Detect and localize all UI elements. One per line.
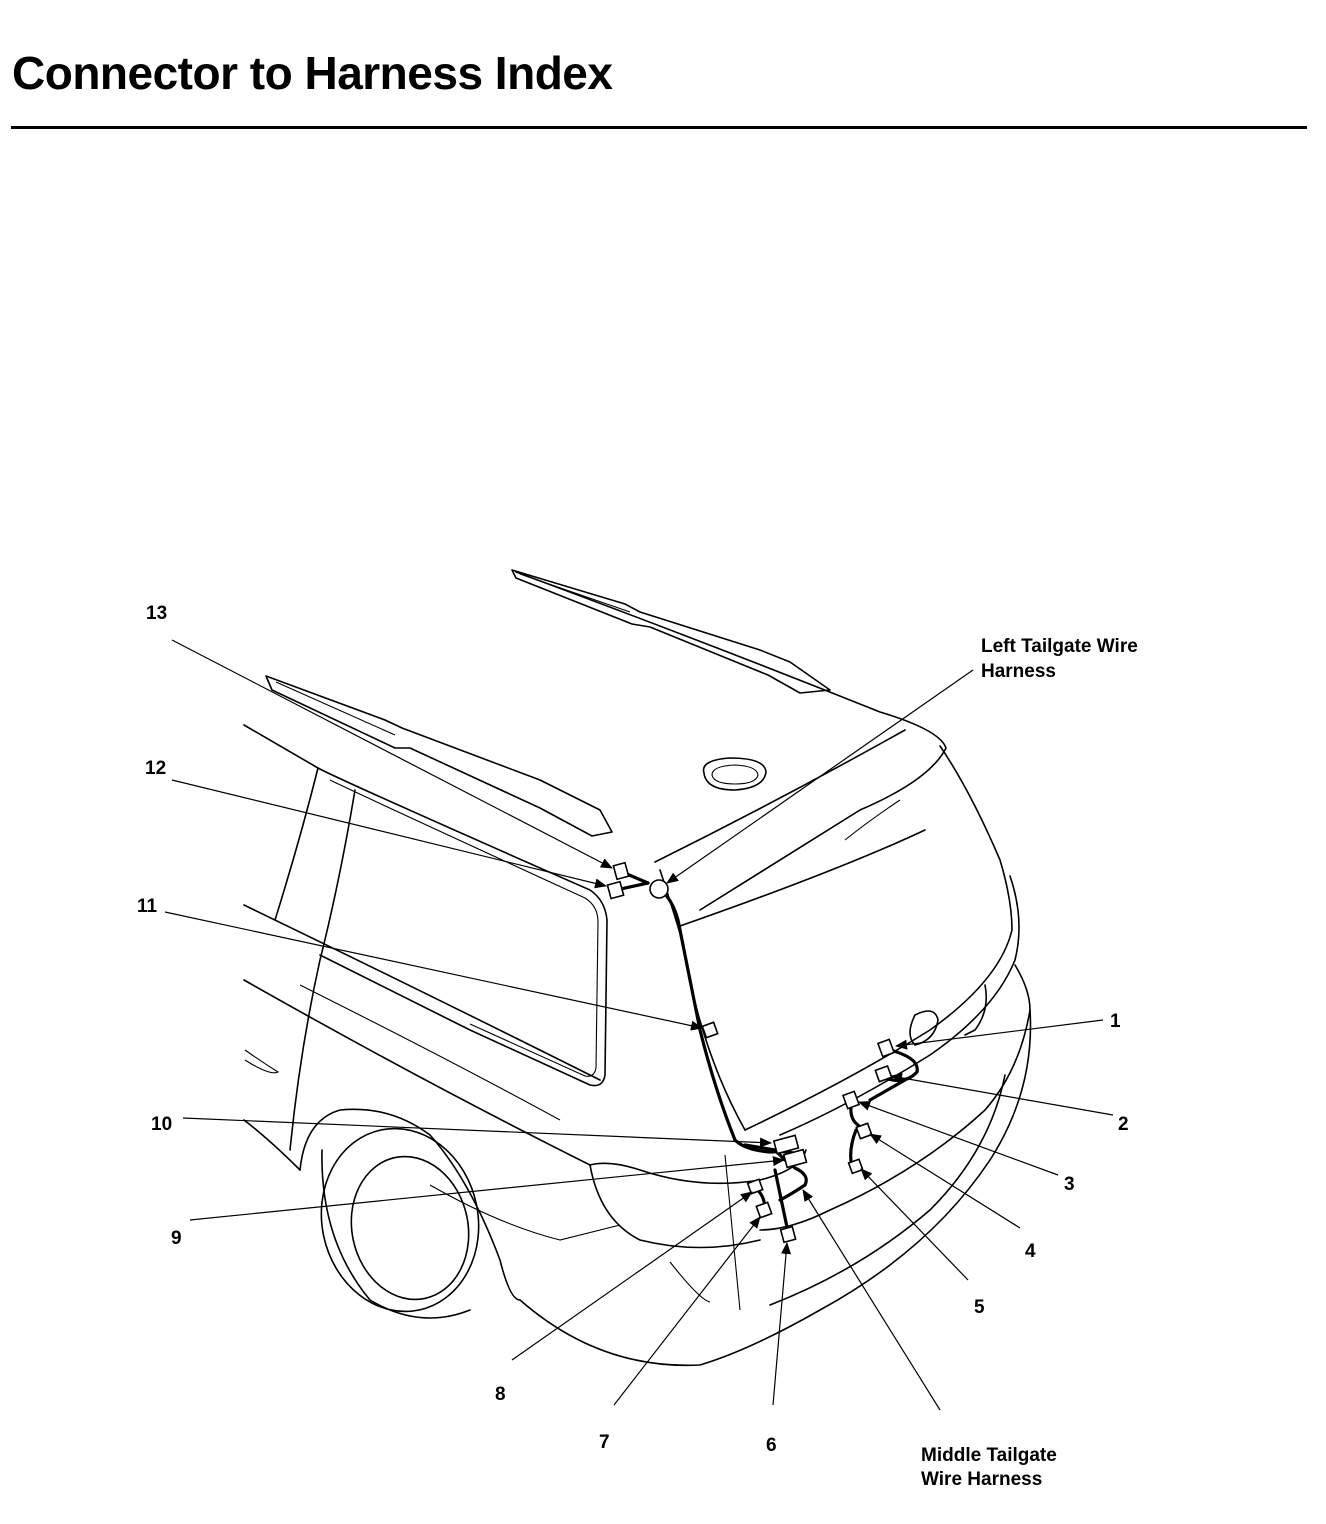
leader-9	[189, 1156, 785, 1221]
connector-3	[841, 1090, 861, 1110]
leader-middle-tailgate-harness	[802, 1189, 941, 1411]
callout-numbers: 1 2 3 4 5 6 7 8 9 10 11 12 13	[137, 603, 1129, 1456]
middle-tailgate-harness-label-line2: Wire Harness	[921, 1469, 1042, 1490]
callout-6: 6	[766, 1435, 777, 1456]
callout-9: 9	[171, 1228, 182, 1249]
left-tailgate-harness-label-line1: Left Tailgate Wire	[981, 636, 1138, 657]
callout-12: 12	[145, 758, 166, 779]
connector-8	[746, 1178, 764, 1195]
connector-9	[782, 1148, 808, 1169]
connector-11	[701, 1021, 719, 1039]
leader-10	[182, 1117, 772, 1148]
connector-10	[772, 1134, 800, 1155]
vehicle-outline	[243, 569, 1032, 1367]
connector-5	[847, 1158, 864, 1175]
callout-10: 10	[151, 1114, 172, 1135]
leader-3	[858, 1101, 1059, 1176]
leader-8	[511, 1191, 753, 1361]
connector-6	[779, 1225, 797, 1244]
connector-4	[855, 1122, 873, 1140]
callout-7: 7	[599, 1432, 610, 1453]
leader-4	[869, 1133, 1021, 1229]
connector-2	[874, 1064, 893, 1083]
connectors	[606, 861, 896, 1244]
middle-tailgate-harness-label-line1: Middle Tailgate	[921, 1445, 1057, 1466]
leader-1	[895, 1019, 1104, 1050]
callout-2: 2	[1118, 1114, 1129, 1135]
callout-11: 11	[137, 896, 158, 917]
leader-13	[171, 639, 613, 869]
leader-7	[613, 1216, 761, 1406]
leader-5	[860, 1168, 969, 1281]
title-divider	[11, 126, 1307, 129]
grommet-13	[649, 879, 669, 899]
callout-8: 8	[495, 1384, 506, 1405]
callout-3: 3	[1064, 1174, 1075, 1195]
callout-13: 13	[146, 603, 167, 624]
leader-12	[171, 779, 607, 889]
leader-11	[164, 911, 703, 1031]
callout-1: 1	[1110, 1011, 1121, 1032]
connector-7	[755, 1201, 773, 1219]
harness-labels: Left Tailgate Wire Harness Middle Tailga…	[921, 636, 1138, 1490]
page-title: Connector to Harness Index	[12, 47, 613, 99]
leader-6	[772, 1242, 792, 1406]
callout-4: 4	[1025, 1241, 1036, 1262]
connector-1	[876, 1038, 896, 1058]
left-tailgate-harness-label-line2: Harness	[981, 661, 1056, 682]
connector-12-lower	[606, 880, 625, 900]
connector-12-upper	[612, 861, 630, 881]
leader-left-tailgate-harness	[666, 669, 974, 884]
callout-5: 5	[974, 1297, 985, 1318]
leader-2	[890, 1072, 1114, 1116]
leader-lines	[164, 639, 1114, 1411]
